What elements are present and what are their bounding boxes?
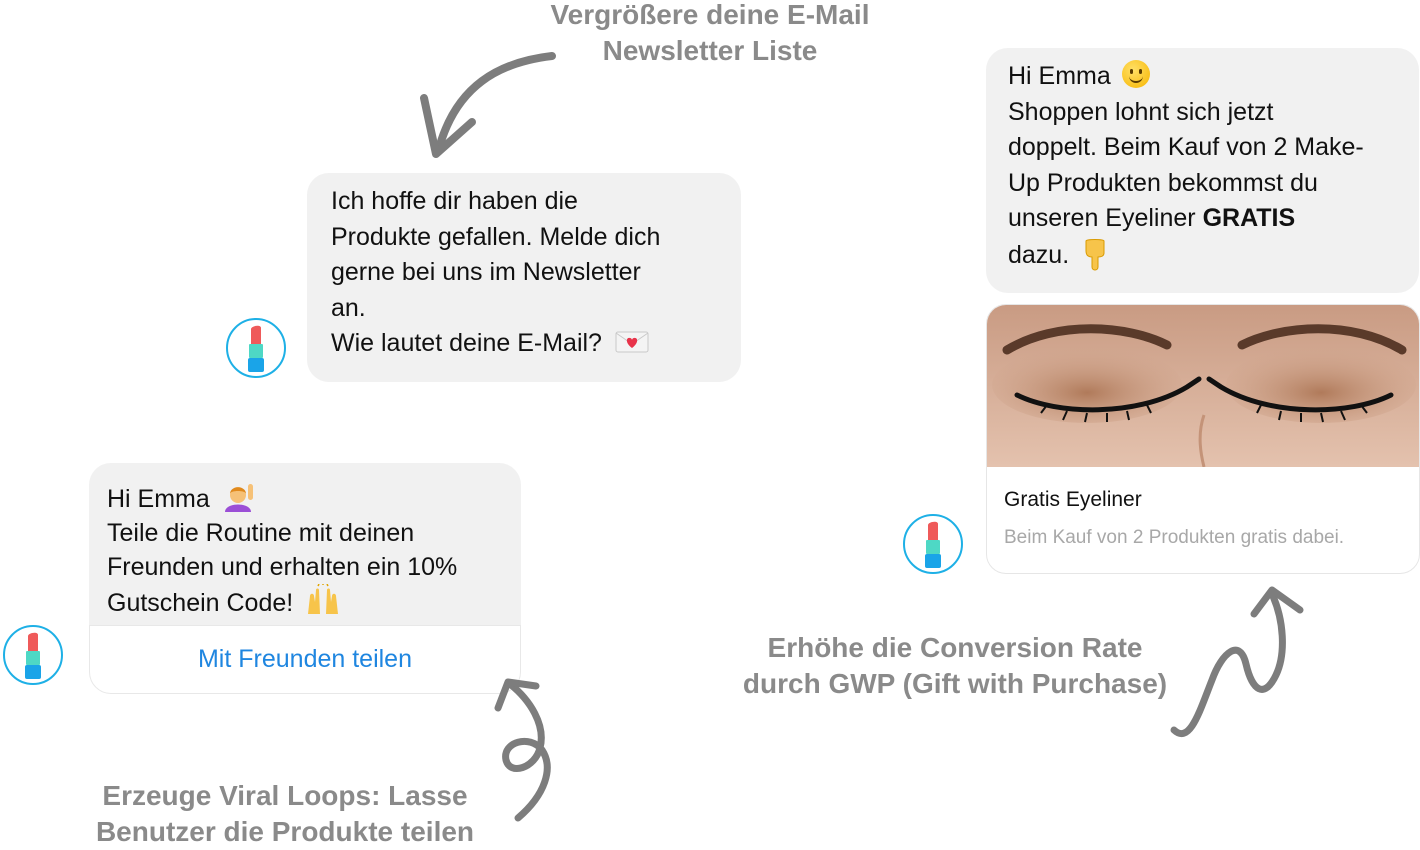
message-line-text: dazu. (1008, 240, 1070, 269)
product-card-subtitle: Beim Kauf von 2 Produkten gratis dabei. (1004, 527, 1345, 548)
message-line: Freunden und erhalten ein 10% (107, 553, 458, 581)
person-raising-hand-icon (224, 484, 253, 512)
avatar-lipstick (3, 625, 63, 685)
share-message-text: Hi Emma Teile die Routine mit deinen Fre… (89, 463, 521, 625)
message-line: gerne bei uns im Newsletter (331, 258, 641, 286)
lipstick-icon (248, 325, 264, 372)
message-line-text: Gutschein Code! (107, 589, 294, 617)
greeting-text: Hi Emma (107, 485, 210, 513)
lipstick-icon (25, 632, 41, 679)
envelope-with-heart-icon (615, 331, 649, 353)
product-card[interactable]: Gratis Eyeliner Beim Kauf von 2 Produkte… (986, 304, 1420, 574)
message-line: Gutschein Code! (107, 583, 503, 620)
newsletter-message-bubble: Ich hoffe dir haben die Produkte gefalle… (307, 173, 741, 382)
bold-text: GRATIS (1202, 204, 1296, 232)
offer-message-bubble: Hi Emma Shoppen lohnt sich jetzt doppelt… (986, 48, 1419, 293)
caption-newsletter-line-1: Vergrößere deine E-Mail (550, 0, 870, 30)
message-line: dazu. (1008, 237, 1397, 274)
share-button[interactable]: Mit Freunden teilen (89, 625, 521, 694)
message-line: Shoppen lohnt sich jetzt (1008, 97, 1274, 126)
product-card-title: Gratis Eyeliner (1004, 488, 1142, 511)
message-line: Wie lautet deine E-Mail? (331, 326, 717, 362)
message-line-text: Wie lautet deine E-Mail? (331, 329, 602, 357)
caption-viral: Erzeuge Viral Loops: Lasse Benutzer die … (60, 778, 510, 850)
caption-newsletter: Vergrößere deine E-Mail Newsletter Liste (500, 0, 920, 69)
caption-conversion-line-2: durch GWP (Gift with Purchase) (742, 668, 1168, 699)
caption-viral-line-2: Benutzer die Produkte teilen (95, 816, 475, 847)
message-line: Up Produkten bekommst du (1008, 168, 1318, 197)
caption-viral-line-1: Erzeuge Viral Loops: Lasse (102, 780, 468, 811)
caption-conversion-line-1: Erhöhe die Conversion Rate (767, 632, 1143, 663)
message-line: Ich hoffe dir haben die (331, 187, 578, 215)
avatar-lipstick (226, 318, 286, 378)
lipstick-icon (925, 521, 941, 568)
loop-arrow-icon (494, 678, 551, 822)
curved-arrow-icon (420, 52, 556, 158)
message-line: doppelt. Beim Kauf von 2 Make- (1008, 133, 1364, 161)
product-card-body: Gratis Eyeliner Beim Kauf von 2 Produkte… (987, 467, 1419, 553)
smiling-face-icon (1121, 60, 1150, 88)
message-line: an. (331, 293, 366, 322)
message-line: Produkte gefallen. Melde dich (331, 222, 661, 251)
message-line: Teile die Routine mit deinen (107, 519, 415, 547)
message-line: Hi Emma (107, 482, 503, 516)
message-line: Hi Emma (1008, 59, 1397, 95)
raising-hands-icon (308, 583, 339, 614)
greeting-text: Hi Emma (1008, 62, 1111, 90)
message-line: unseren Eyeliner GRATIS (1008, 201, 1397, 237)
product-image (987, 305, 1419, 467)
avatar-lipstick (903, 514, 963, 574)
caption-newsletter-line-2: Newsletter Liste (602, 35, 818, 66)
share-message-bubble: Hi Emma Teile die Routine mit deinen Fre… (89, 463, 521, 694)
squiggle-arrow-icon (1170, 586, 1304, 737)
pointing-down-icon (1085, 238, 1105, 270)
caption-conversion: Erhöhe die Conversion Rate durch GWP (Gi… (715, 630, 1195, 702)
share-button-label: Mit Freunden teilen (197, 644, 412, 673)
message-line-text: unseren Eyeliner (1008, 204, 1203, 232)
